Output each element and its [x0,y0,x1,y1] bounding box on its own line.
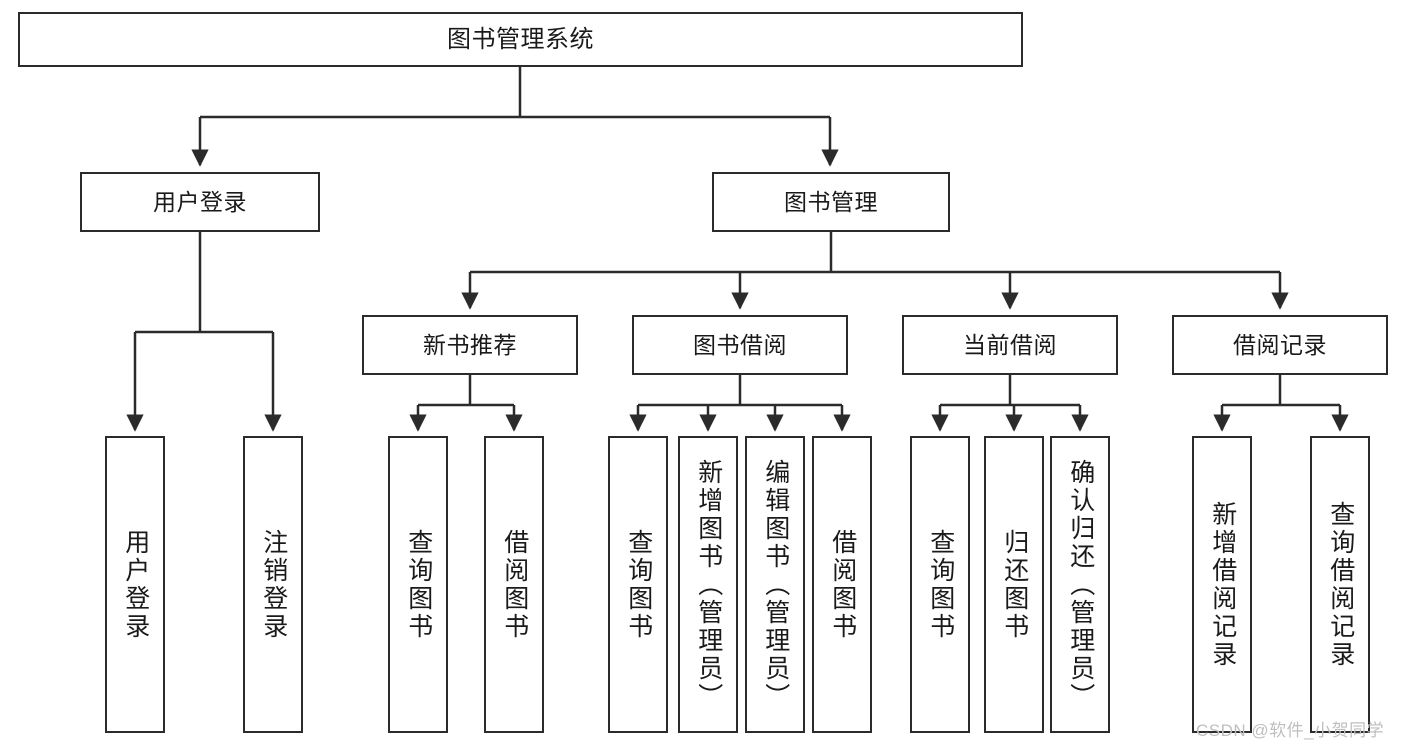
node-user-login[interactable]: 用户登录 [80,172,320,232]
node-leaf-cb-confirm[interactable]: 确认归还（管理员） [1050,436,1110,733]
node-current-borrow[interactable]: 当前借阅 [902,315,1118,375]
node-leaf-cb-query-label: 查询图书 [926,528,955,641]
node-leaf-bb-borrow-label: 借阅图书 [828,528,857,641]
node-new-book-rec[interactable]: 新书推荐 [362,315,578,375]
node-leaf-br-add[interactable]: 新增借阅记录 [1192,436,1252,733]
node-leaf-bb-add[interactable]: 新增图书（管理员） [678,436,738,733]
node-leaf-br-query-label: 查询借阅记录 [1326,500,1355,669]
node-leaf-user-login-label: 用户登录 [121,528,150,641]
node-leaf-bb-borrow[interactable]: 借阅图书 [812,436,872,733]
node-book-borrow-label: 图书借阅 [693,331,787,358]
node-leaf-cb-confirm-label: 确认归还（管理员） [1066,458,1095,711]
node-leaf-user-login[interactable]: 用户登录 [105,436,165,733]
node-leaf-bb-edit[interactable]: 编辑图书（管理员） [745,436,805,733]
node-leaf-br-add-label: 新增借阅记录 [1208,500,1237,669]
node-leaf-logout[interactable]: 注销登录 [243,436,303,733]
node-borrow-record-label: 借阅记录 [1233,331,1327,358]
node-leaf-rec-query-label: 查询图书 [404,528,433,641]
node-root-label: 图书管理系统 [447,25,594,53]
node-leaf-br-query[interactable]: 查询借阅记录 [1310,436,1370,733]
node-leaf-bb-query[interactable]: 查询图书 [608,436,668,733]
node-leaf-logout-label: 注销登录 [259,528,288,641]
node-leaf-bb-add-label: 新增图书（管理员） [694,458,723,711]
node-book-manage[interactable]: 图书管理 [712,172,950,232]
node-borrow-record[interactable]: 借阅记录 [1172,315,1388,375]
node-book-borrow[interactable]: 图书借阅 [632,315,848,375]
node-book-manage-label: 图书管理 [784,188,878,215]
node-leaf-rec-borrow-label: 借阅图书 [500,528,529,641]
node-new-book-rec-label: 新书推荐 [423,331,517,358]
node-leaf-cb-return[interactable]: 归还图书 [984,436,1044,733]
node-leaf-bb-query-label: 查询图书 [624,528,653,641]
csdn-watermark: CSDN @软件_小贺同学 [1196,721,1385,740]
node-leaf-cb-return-label: 归还图书 [1000,528,1029,641]
node-root[interactable]: 图书管理系统 [18,12,1023,67]
node-current-borrow-label: 当前借阅 [963,331,1057,358]
node-leaf-bb-edit-label: 编辑图书（管理员） [761,458,790,711]
node-leaf-cb-query[interactable]: 查询图书 [910,436,970,733]
node-leaf-rec-borrow[interactable]: 借阅图书 [484,436,544,733]
node-leaf-rec-query[interactable]: 查询图书 [388,436,448,733]
node-user-login-label: 用户登录 [153,188,247,215]
